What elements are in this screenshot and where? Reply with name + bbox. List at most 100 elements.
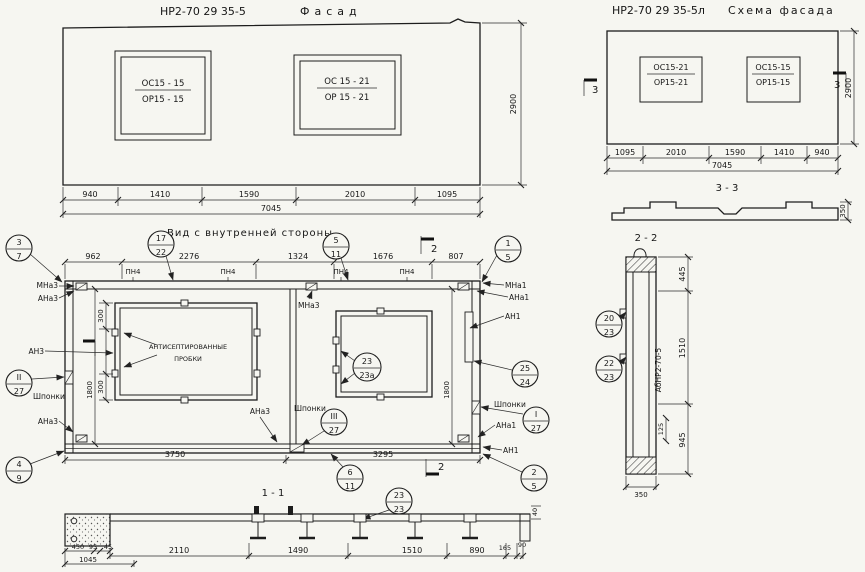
dim-1510: 1510 <box>678 338 687 358</box>
section-1-1-drawing: 450 95 45 1045 2110 1490 1510 890 165 90… <box>61 505 541 568</box>
joist-profile <box>462 513 478 540</box>
dim-3750: 3750 <box>165 450 185 459</box>
pn4-label: ПН4 <box>400 268 416 276</box>
callout-shponki-III-27: III 27 <box>301 408 348 446</box>
label-ana3: АНа3 <box>250 407 270 416</box>
scheme-window-left-mark-bottom: ОР15-21 <box>654 78 688 87</box>
inner-window-left: АНТИСЕПТИРОВАННЫЕ ПРОБКИ <box>111 299 261 404</box>
pn4-label: ПН4 <box>126 268 142 276</box>
dim-1510: 1510 <box>402 546 422 555</box>
dim-1800-right: 1800 <box>443 381 451 399</box>
callout-bottom: 5 <box>531 482 536 491</box>
callout-5-11: 5 11 <box>322 232 350 281</box>
scheme-window-right: ОС15-15 ОР15-15 <box>746 56 801 103</box>
dim-total-7045: 7045 <box>712 161 732 170</box>
inner-bottom-dimensions: 3750 3295 <box>61 450 484 464</box>
section-2-2-label: 2 - 2 <box>635 233 658 244</box>
callout-4-9: 4 9 <box>5 450 65 484</box>
scheme-window-left-mark-top: ОС15-21 <box>653 63 688 72</box>
dim-40: 40 <box>531 508 539 516</box>
dim-1676: 1676 <box>373 252 393 261</box>
callout-top: 25 <box>520 364 530 373</box>
label-shponki: Шпонки <box>33 392 65 401</box>
callout-bottom: 24 <box>520 378 530 387</box>
callout-bottom: 7 <box>16 252 21 261</box>
section-2-marker-top: 2 <box>420 236 437 255</box>
facade-height-dimension: 2900 <box>482 19 527 189</box>
dim-2010: 2010 <box>666 148 686 157</box>
callout-top: 2 <box>531 468 536 477</box>
dim-300-top: 300 <box>97 309 105 322</box>
dim-1410: 1410 <box>774 148 794 157</box>
callout-bottom: 23 <box>394 505 404 514</box>
dim-350: 350 <box>839 204 847 217</box>
scheme-drawing: НР2-70 29 35-5л Схема фасада ОС15-21 ОР1… <box>583 4 859 224</box>
dim-1410: 1410 <box>150 190 170 199</box>
dim-total-7045: 7045 <box>261 204 281 213</box>
facade-window-left-mark-bottom: ОР15 - 15 <box>142 95 184 105</box>
callout-top: II <box>17 373 22 382</box>
label-ana1: АНа1 <box>509 293 529 302</box>
inner-view-drawing: Вид с внутренней стороны 962 2276 1324 1… <box>5 228 550 520</box>
callout-23-23a: 23 23а <box>340 350 382 385</box>
inner-panel-body <box>64 280 481 454</box>
dim-1590: 1590 <box>239 190 259 199</box>
callout-shponki-I-27: I 27 <box>480 405 550 434</box>
scheme-bottom-dimensions: 1095 2010 1590 1410 940 7045 <box>603 146 842 175</box>
dim-1800-left: 1800 <box>86 381 94 399</box>
section-3-3-profile <box>611 201 839 221</box>
pn4-labels: ПН4 ПН4 ПН4 ПН4 <box>126 268 416 281</box>
callout-22-23: 22 23 <box>595 355 627 383</box>
facade-window-left: ОС15 - 15 ОР15 - 15 <box>114 50 212 141</box>
section-1-1-right-block <box>519 513 531 542</box>
antiseptic-plugs-label-1: АНТИСЕПТИРОВАННЫЕ <box>149 343 227 351</box>
dim-1590: 1590 <box>725 148 745 157</box>
section-1-1-dimensions: 450 95 45 1045 2110 1490 1510 890 165 90… <box>61 505 541 568</box>
facade-panel-outline <box>62 18 481 186</box>
facade-window-right-mark-bottom: ОР 15 - 21 <box>325 93 370 103</box>
dim-2110: 2110 <box>169 546 189 555</box>
dim-445: 445 <box>678 266 687 281</box>
dim-1324: 1324 <box>288 252 308 261</box>
dim-940: 940 <box>82 190 97 199</box>
dim-125: 125 <box>657 423 665 435</box>
scheme-panel-outline <box>606 30 839 145</box>
callout-bottom: 23а <box>359 371 374 380</box>
section-1-1-label: 1 - 1 <box>262 488 285 499</box>
callout-top: 5 <box>333 236 338 245</box>
joist-profile <box>407 513 423 540</box>
section-2-2-dimensions: 445 1510 945 125 350 <box>622 253 693 499</box>
callout-bottom: 5 <box>505 253 510 262</box>
callout-top: 23 <box>362 357 372 366</box>
facade-title-name: Фасад <box>300 5 362 18</box>
label-shponki: Шпонки <box>294 404 326 413</box>
dim-962: 962 <box>85 252 100 261</box>
label-ana1: АНа1 <box>496 421 516 430</box>
joist-profile <box>299 513 315 540</box>
dim-940: 940 <box>814 148 829 157</box>
label-ana3: АНа3 <box>38 417 58 426</box>
facade-window-left-mark-top: ОС15 - 15 <box>142 79 185 89</box>
dim-1490: 1490 <box>288 546 308 555</box>
inner-window-right <box>332 307 433 401</box>
callout-25-24: 25 24 <box>473 359 539 388</box>
anchor-plates <box>75 282 474 443</box>
dim-3295: 3295 <box>373 450 393 459</box>
facade-window-right-mark-top: ОС 15 - 21 <box>324 77 369 87</box>
dim-1095: 1095 <box>615 148 635 157</box>
dim-90: 90 <box>518 541 526 549</box>
callout-17-22: 17 22 <box>147 230 175 281</box>
label-an3: АН3 <box>28 347 44 356</box>
callout-top: 4 <box>16 460 21 469</box>
inner-right-labels: МНа1 АНа1 АН1 Шпонки АНа1 АН1 <box>469 280 529 455</box>
joist-profile <box>250 513 266 540</box>
callout-top: 20 <box>604 314 614 323</box>
dim-2010: 2010 <box>345 190 365 199</box>
callout-top: 3 <box>16 238 21 247</box>
callout-bottom: 27 <box>329 426 339 435</box>
dim-450: 450 <box>72 543 84 551</box>
callout-top: I <box>535 410 537 419</box>
scheme-height-dimension: 2900 <box>840 27 859 148</box>
section-3-marker-left-label: 3 <box>592 85 598 96</box>
